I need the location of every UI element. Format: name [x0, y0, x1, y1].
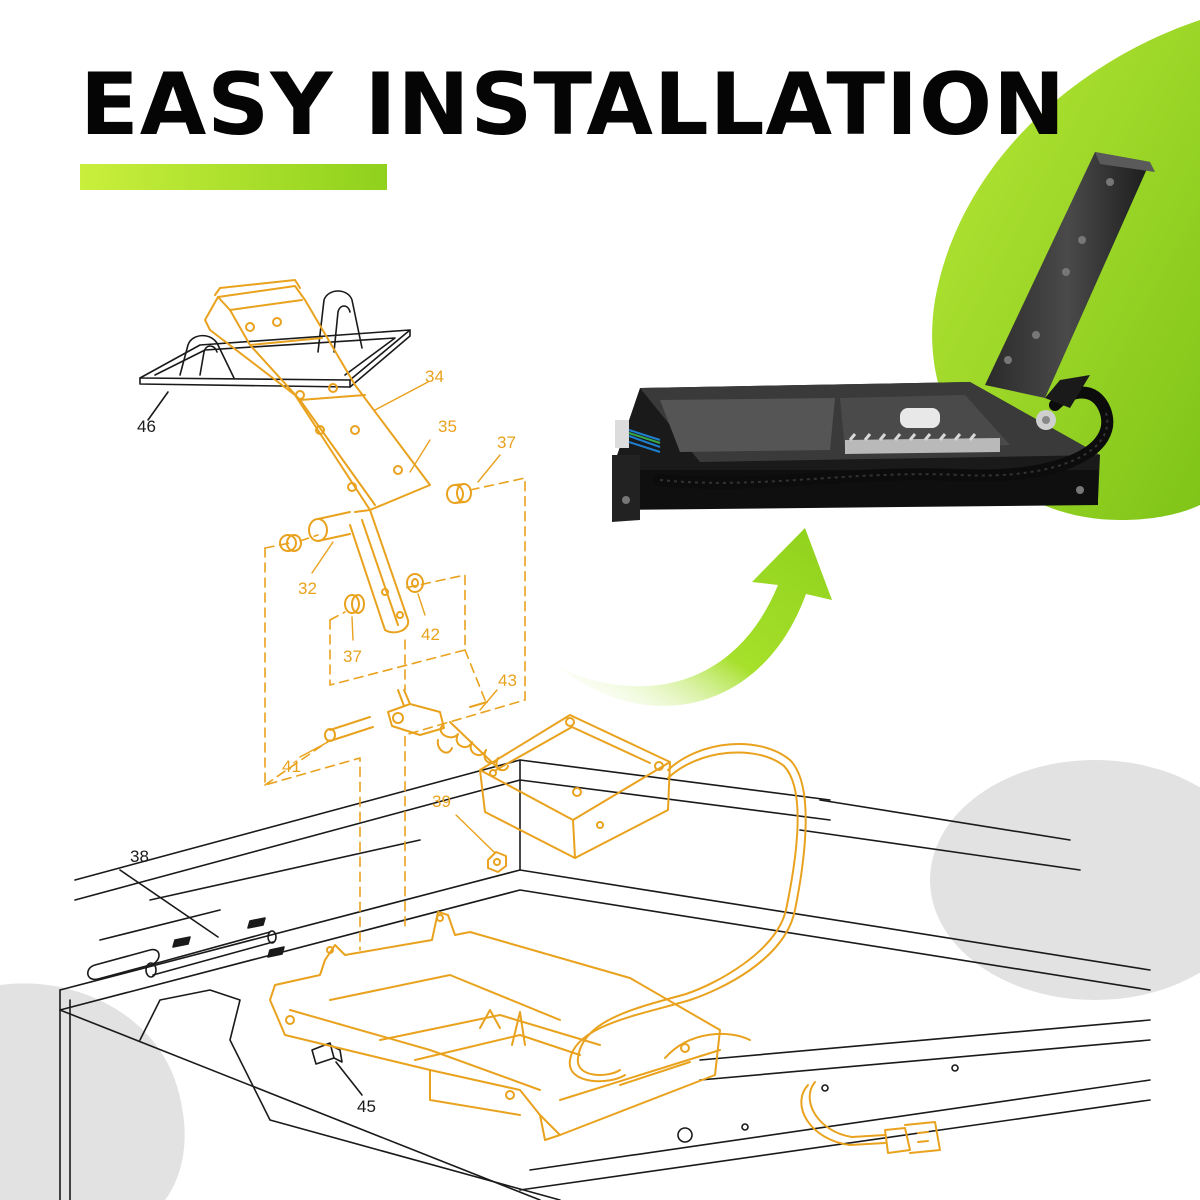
exploded-diagram	[59, 279, 1151, 1200]
callout-41: 41	[282, 757, 301, 776]
bracket-46	[139, 290, 411, 421]
leader-lines	[299, 381, 501, 853]
rod-38	[119, 869, 277, 978]
callout-38: 38	[130, 847, 149, 866]
callout-46: 46	[137, 417, 156, 436]
pedal-assembly	[204, 279, 941, 1154]
callout-37-lower: 37	[343, 647, 362, 666]
headline: EASY INSTALLATION	[80, 55, 1067, 155]
callout-34: 34	[425, 367, 444, 386]
callout-43: 43	[498, 671, 517, 690]
gray-blob-right	[930, 760, 1200, 1000]
callout-35: 35	[438, 417, 457, 436]
callout-45: 45	[357, 1097, 376, 1116]
gray-blob-left	[0, 983, 185, 1200]
callout-39: 39	[432, 792, 451, 811]
headline-underline-bar	[80, 164, 387, 190]
accelerator-pedal-photo	[612, 152, 1155, 522]
curved-arrow-icon	[560, 528, 832, 706]
callout-42: 42	[421, 625, 440, 644]
callout-37-top: 37	[497, 433, 516, 452]
callout-32: 32	[298, 579, 317, 598]
floor-frame	[59, 759, 1151, 1200]
